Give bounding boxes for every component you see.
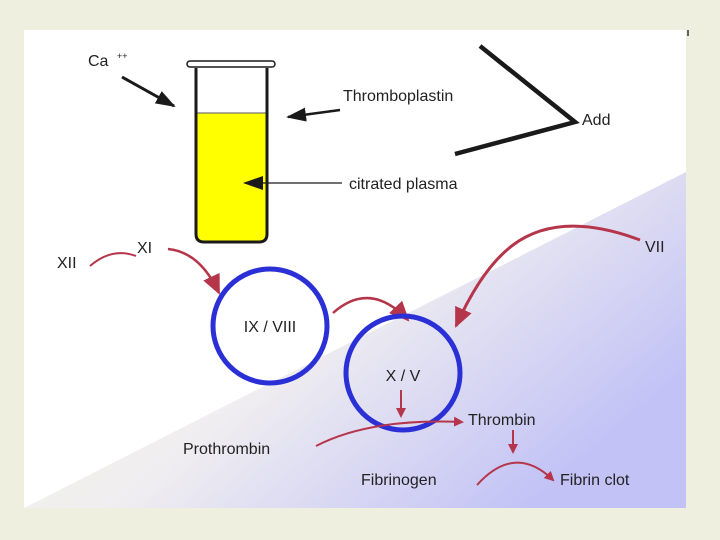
vii-to-x-v-arrow-icon <box>454 224 641 328</box>
prothrombin-label: Prothrombin <box>183 441 270 458</box>
x-v-complex-circle <box>343 313 463 433</box>
citrated-plasma-label: citrated plasma <box>349 176 458 193</box>
factor-xii-label: XII <box>57 255 77 272</box>
fibrin-clot-label: Fibrin clot <box>560 472 630 489</box>
add-bracket <box>454 44 580 157</box>
fibrinogen-to-fibrin-arrow-icon <box>476 461 555 486</box>
factor-vii-label: VII <box>645 239 665 256</box>
x-v-label: X / V <box>386 368 421 385</box>
ix-viii-to-x-v-arrow-icon <box>332 297 410 322</box>
calcium-charge-label: ++ <box>117 51 128 61</box>
add-label: Add <box>582 112 610 129</box>
xii-to-xi-arrow-icon <box>89 252 137 267</box>
fibrinogen-label: Fibrinogen <box>361 472 437 489</box>
ix-viii-complex-circle <box>210 266 330 386</box>
plasma-fill <box>196 113 267 242</box>
calcium-arrow-icon <box>121 75 176 108</box>
thrombin-label: Thrombin <box>468 412 536 429</box>
thromboplastin-arrow-icon <box>286 107 341 122</box>
xi-to-ix-viii-arrow-icon <box>167 247 221 295</box>
test-tube-icon <box>186 60 276 244</box>
ix-viii-label: IX / VIII <box>244 319 296 336</box>
thromboplastin-label: Thromboplastin <box>343 88 453 105</box>
calcium-label: Ca <box>88 53 109 70</box>
test-tube-rim <box>186 60 276 68</box>
prothrombin-to-thrombin-arrow-icon <box>315 416 464 447</box>
factor-xi-label: XI <box>137 240 152 257</box>
